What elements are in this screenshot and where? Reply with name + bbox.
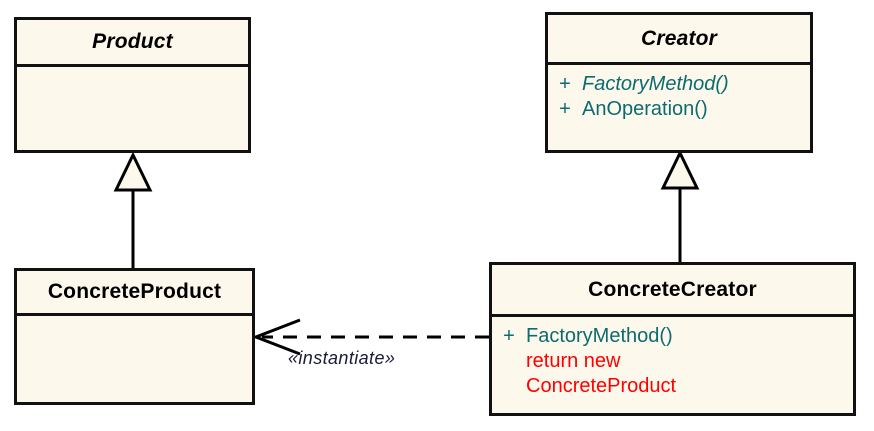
class-members-compartment-product [17, 67, 248, 150]
class-name-compartment-concrete-creator: ConcreteCreator [492, 265, 853, 317]
class-member-row: + FactoryMethod() [548, 72, 810, 97]
member-note-line: return new [526, 350, 621, 372]
generalization-arrowhead-product [113, 151, 153, 192]
class-members-compartment-concrete-creator: + FactoryMethod() return new ConcretePro… [492, 317, 853, 413]
class-box-creator[interactable]: Creator + FactoryMethod() + AnOperation(… [545, 12, 813, 153]
member-signature: FactoryMethod() [526, 325, 673, 347]
class-name-compartment-product: Product [17, 20, 248, 67]
generalization-arrowhead-creator [660, 149, 700, 190]
class-members-compartment-creator: + FactoryMethod() + AnOperation() [548, 65, 810, 150]
class-box-concrete-creator[interactable]: ConcreteCreator + FactoryMethod() return… [489, 262, 856, 416]
class-box-product[interactable]: Product [14, 17, 251, 153]
class-members-compartment-concrete-product [17, 316, 252, 402]
dependency-label-instantiate: «instantiate» [288, 348, 396, 368]
member-signature: FactoryMethod() [582, 73, 729, 95]
member-visibility: + [559, 98, 571, 120]
member-signature: AnOperation() [582, 98, 708, 120]
member-visibility: + [503, 325, 515, 347]
class-name-product: Product [92, 30, 173, 53]
class-name-compartment-concrete-product: ConcreteProduct [17, 271, 252, 316]
class-member-row: + FactoryMethod() [492, 324, 853, 349]
class-name-creator: Creator [640, 26, 718, 50]
class-box-concrete-product[interactable]: ConcreteProduct [14, 268, 255, 405]
class-name-concrete-creator: ConcreteCreator [588, 277, 757, 301]
member-visibility: + [559, 73, 571, 95]
member-note-line: ConcreteProduct [526, 375, 677, 397]
class-name-compartment-creator: Creator [548, 15, 810, 65]
class-name-concrete-product: ConcreteProduct [47, 280, 222, 303]
class-member-row: + AnOperation() [548, 97, 810, 122]
